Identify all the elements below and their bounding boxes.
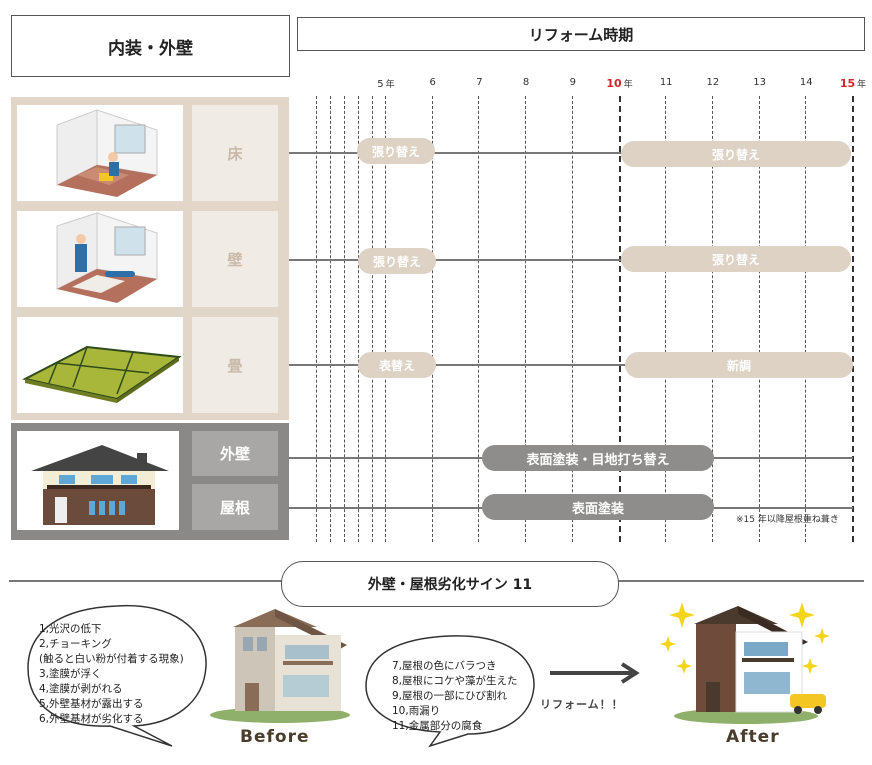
sign-item-11: 11,金属部分の腐食 (392, 720, 483, 732)
exterior-wall-label: 外壁 (192, 431, 278, 476)
roof-pill: 表面塗装 (482, 494, 714, 520)
timeline-gridline (852, 96, 854, 542)
after-caption: After (726, 727, 780, 747)
tatami-pill-5yr: 表替え (358, 352, 436, 378)
floor-timeline-line (289, 152, 851, 154)
sign-item-8: 8,屋根にコケや藻が生えた (392, 675, 518, 687)
timeline-minor-gridline (330, 96, 331, 542)
floor-pill-5yr-text: 張り替え (371, 144, 420, 159)
before-house-illustration (210, 609, 350, 723)
sparkle-icons (660, 602, 830, 674)
interior-exterior-title: 内装・外壁 (108, 38, 193, 59)
timeline-gridline (571, 96, 573, 542)
arrow-icon (550, 662, 640, 684)
roof-label-text: 屋根 (219, 498, 250, 517)
reform-arrow-label: リフォーム！！ (540, 698, 624, 711)
wall-label-text: 壁 (227, 250, 243, 269)
timeline-minor-gridline (316, 96, 317, 542)
wall-pill-5yr: 張り替え (358, 248, 436, 274)
timeline-gridline (758, 96, 760, 542)
floor-pill-10yr: 張り替え (621, 141, 851, 167)
sign-item-7: 7,屋根の色にバラつき (392, 660, 497, 672)
sign-item-2-note: (触ると白い粉が付着する現象) (39, 653, 184, 665)
sign-item-6: 6,外壁基材が劣化する (39, 713, 144, 725)
reform-period-title-box: リフォーム時期 (297, 17, 865, 51)
floor-illustration (17, 105, 183, 201)
sign-item-1: 1,光沢の低下 (39, 623, 102, 635)
tick-label: 7 (476, 77, 483, 88)
after-house-illustration (674, 606, 826, 724)
tick-label: 8 (522, 77, 530, 88)
wall-pill-10yr: 張り替え (621, 246, 851, 272)
wall-illustration (17, 211, 183, 307)
floor-pill-10yr-text: 張り替え (711, 147, 760, 162)
tatami-timeline-line (289, 364, 853, 366)
sign-item-5: 5,外壁基材が露出する (39, 698, 144, 710)
tick-label: 12 (706, 77, 720, 88)
left-speech-bubble (27, 604, 207, 747)
tatami-label-text: 畳 (227, 356, 243, 375)
wall-pill-5yr-text: 張り替え (372, 254, 421, 269)
right-sign-list: 7,屋根の色にバラつき 8,屋根にコケや藻が生えた 9,屋根の一部にひび割れ 1… (392, 659, 518, 734)
tick-label: 9 (569, 77, 576, 88)
sign-item-2: 2,チョーキング (39, 638, 112, 650)
roof-pill-text: 表面塗装 (571, 501, 624, 517)
left-sign-list: 1,光沢の低下 2,チョーキング (触ると白い粉が付着する現象) 3,塗膜が浮く… (39, 622, 184, 727)
exterior-pill-text: 表面塗装・目地打ち替え (526, 452, 670, 468)
roof-label: 屋根 (192, 484, 278, 530)
wall-label: 壁 (192, 211, 278, 307)
roof-note: ※15 年以降屋根重ね葺き (736, 515, 839, 525)
tatami-label: 畳 (192, 317, 278, 413)
timeline-gridline (478, 96, 480, 542)
timeline-gridline (618, 96, 621, 542)
timeline-gridline (431, 96, 433, 542)
interior-exterior-title-box: 内装・外壁 (11, 15, 290, 77)
tick-label: 11 (659, 77, 673, 88)
tatami-pill-10yr-text: 新調 (726, 358, 751, 373)
timeline-minor-gridline (372, 96, 373, 542)
tatami-illustration (17, 317, 183, 413)
sign-item-4: 4,塗膜が剥がれる (39, 683, 123, 695)
sign-item-10: 10,雨漏り (392, 705, 441, 717)
reform-period-title: リフォーム時期 (528, 25, 634, 44)
sign-item-9: 9,屋根の一部にひび割れ (392, 690, 508, 702)
exterior-pill: 表面塗装・目地打ち替え (482, 445, 714, 471)
right-speech-bubble (365, 635, 535, 748)
wall-pill-10yr-text: 張り替え (711, 252, 760, 267)
timeline-gridline (805, 96, 807, 542)
signs-title: 外壁・屋根劣化サイン 11 (367, 577, 533, 593)
signs-title-box: 外壁・屋根劣化サイン 11 (281, 561, 619, 607)
wall-timeline-line (289, 259, 851, 261)
sign-item-3: 3,塗膜が浮く (39, 668, 102, 680)
before-caption: Before (240, 727, 310, 747)
tick-label: 13 (753, 77, 766, 88)
timeline-minor-gridline (358, 96, 359, 542)
tatami-pill-10yr: 新調 (625, 352, 853, 378)
tatami-pill-5yr-text: 表替え (378, 358, 415, 373)
floor-label: 床 (192, 105, 278, 201)
floor-label-text: 床 (227, 144, 243, 163)
house-illustration (17, 431, 179, 530)
floor-pill-5yr: 張り替え (357, 138, 435, 164)
timeline-gridline (525, 96, 527, 542)
tick-label: 14 (799, 77, 813, 88)
exterior-wall-label-text: 外壁 (219, 445, 250, 463)
tick-label: 6 (429, 77, 436, 88)
timeline-gridline (711, 96, 713, 542)
timeline-minor-gridline (344, 96, 345, 542)
timeline-gridline (385, 96, 386, 542)
timeline-gridline (665, 96, 667, 542)
